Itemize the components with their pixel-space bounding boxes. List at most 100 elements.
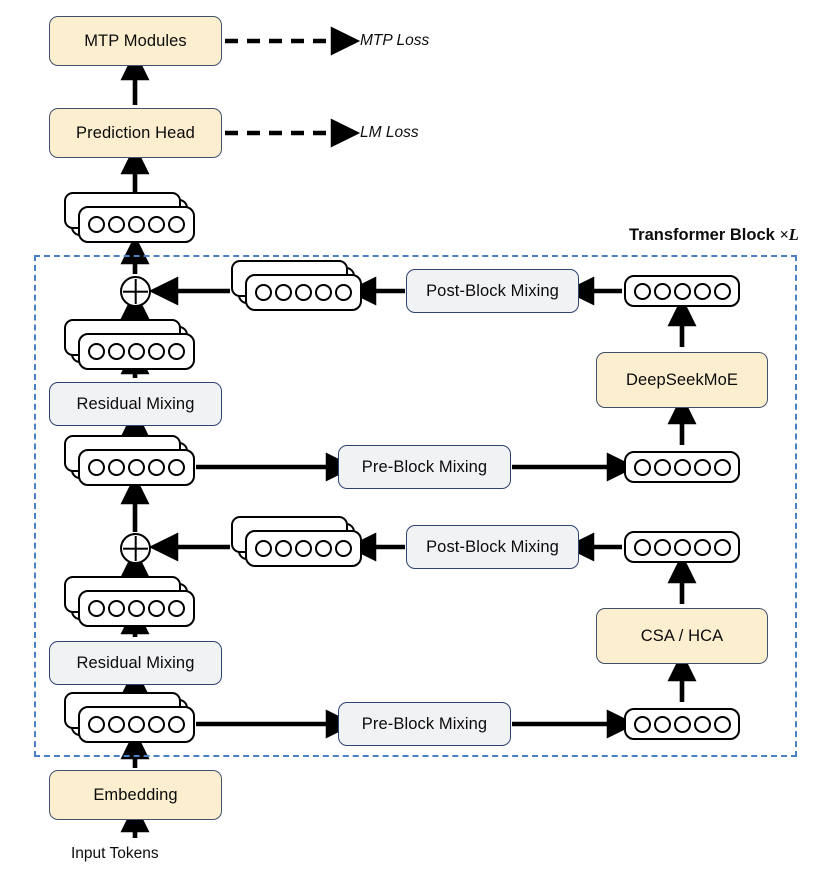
token-circle	[88, 216, 105, 233]
node-post-block-mixing-lower-label: Post-Block Mixing	[426, 537, 559, 556]
token-circle	[673, 538, 691, 556]
tokens-residual-out-upper-front-face	[78, 449, 195, 486]
tokens-attn-out-front-face	[624, 531, 740, 563]
node-deepseekmoe[interactable]: DeepSeekMoE	[596, 352, 768, 408]
tokens-attn-out	[624, 531, 740, 563]
node-post-block-mixing-upper-label: Post-Block Mixing	[426, 281, 559, 300]
tokens-embedding-out	[64, 692, 195, 743]
token-circle	[148, 459, 165, 476]
node-pre-block-mixing-lower-label: Pre-Block Mixing	[361, 714, 488, 733]
token-circle	[653, 282, 671, 300]
tokens-after-adder-upper-front-face	[78, 333, 195, 370]
token-circle	[335, 540, 352, 557]
token-circle	[633, 282, 651, 300]
node-post-block-mixing-lower[interactable]: Post-Block Mixing	[406, 525, 579, 569]
node-deepseekmoe-label: DeepSeekMoE	[625, 370, 739, 389]
token-circle	[168, 216, 185, 233]
token-circle	[168, 716, 185, 733]
token-circle	[88, 600, 105, 617]
transformer-block-region	[34, 255, 797, 757]
tokens-attn-in	[624, 708, 740, 740]
token-circle	[88, 459, 105, 476]
tokens-embedding-out-front-face	[78, 706, 195, 743]
tokens-moe-in-front-face	[624, 451, 740, 483]
token-circle	[633, 458, 651, 476]
token-circle	[693, 538, 711, 556]
token-circle	[168, 600, 185, 617]
token-circle	[108, 343, 125, 360]
token-circle	[128, 716, 145, 733]
tokens-attn-in-front-face	[624, 708, 740, 740]
token-circle	[88, 343, 105, 360]
node-pre-block-mixing-upper-label: Pre-Block Mixing	[361, 457, 488, 476]
token-circle	[168, 343, 185, 360]
token-circle	[693, 458, 711, 476]
token-circle	[653, 538, 671, 556]
token-circle	[295, 284, 312, 301]
tokens-post-block-upper	[231, 260, 362, 311]
token-circle	[295, 540, 312, 557]
tokens-post-block-lower	[231, 516, 362, 567]
token-circle	[653, 458, 671, 476]
token-circle	[275, 540, 292, 557]
node-mtp-modules-label: MTP Modules	[84, 31, 187, 50]
transformer-block-label: Transformer Block ×L	[629, 225, 799, 244]
tokens-after-adder-upper	[64, 319, 195, 370]
node-csa-hca[interactable]: CSA / HCA	[596, 608, 768, 664]
tokens-after-adder-lower-front-face	[78, 590, 195, 627]
token-circle	[168, 459, 185, 476]
token-circle	[713, 538, 731, 556]
node-residual-mixing-lower[interactable]: Residual Mixing	[49, 641, 222, 685]
tokens-moe-out-front-face	[624, 275, 740, 307]
token-circle	[148, 216, 165, 233]
token-circle	[633, 538, 651, 556]
node-embedding[interactable]: Embedding	[49, 770, 222, 820]
residual-add-upper-icon	[120, 276, 151, 307]
node-pre-block-mixing-lower[interactable]: Pre-Block Mixing	[338, 702, 511, 746]
label-lm-loss: LM Loss	[360, 124, 419, 141]
token-circle	[108, 216, 125, 233]
token-circle	[255, 540, 272, 557]
tokens-to-prediction-head-front-face	[78, 206, 195, 243]
label-input-tokens: Input Tokens	[71, 845, 159, 862]
tokens-post-block-lower-front-face	[245, 530, 362, 567]
residual-add-lower-icon	[120, 533, 151, 564]
node-mtp-modules[interactable]: MTP Modules	[49, 16, 222, 66]
node-prediction-head[interactable]: Prediction Head	[49, 108, 222, 158]
tokens-post-block-upper-front-face	[245, 274, 362, 311]
token-circle	[108, 716, 125, 733]
token-circle	[88, 716, 105, 733]
token-circle	[713, 715, 731, 733]
token-circle	[128, 343, 145, 360]
token-circle	[108, 600, 125, 617]
token-circle	[315, 284, 332, 301]
node-prediction-head-label: Prediction Head	[76, 123, 195, 142]
token-circle	[653, 715, 671, 733]
token-circle	[315, 540, 332, 557]
node-residual-mixing-upper[interactable]: Residual Mixing	[49, 382, 222, 426]
tokens-after-adder-lower	[64, 576, 195, 627]
tokens-to-prediction-head	[64, 192, 195, 243]
token-circle	[255, 284, 272, 301]
tokens-moe-in	[624, 451, 740, 483]
token-circle	[108, 459, 125, 476]
token-circle	[633, 715, 651, 733]
token-circle	[128, 216, 145, 233]
tokens-moe-out	[624, 275, 740, 307]
token-circle	[693, 282, 711, 300]
token-circle	[128, 459, 145, 476]
node-residual-mixing-upper-label: Residual Mixing	[76, 394, 195, 413]
node-residual-mixing-lower-label: Residual Mixing	[76, 653, 195, 672]
token-circle	[148, 343, 165, 360]
token-circle	[148, 716, 165, 733]
node-embedding-label: Embedding	[93, 785, 178, 804]
token-circle	[275, 284, 292, 301]
token-circle	[148, 600, 165, 617]
node-pre-block-mixing-upper[interactable]: Pre-Block Mixing	[338, 445, 511, 489]
label-mtp-loss: MTP Loss	[360, 32, 430, 49]
token-circle	[713, 458, 731, 476]
node-post-block-mixing-upper[interactable]: Post-Block Mixing	[406, 269, 579, 313]
token-circle	[673, 715, 691, 733]
token-circle	[335, 284, 352, 301]
